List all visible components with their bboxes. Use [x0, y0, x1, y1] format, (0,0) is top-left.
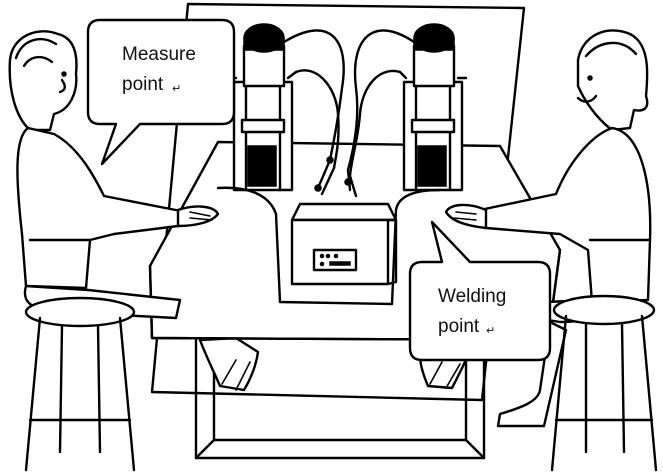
- welding-point-callout: Welding point ↵: [408, 220, 552, 362]
- measure-callout-line1: Measure: [122, 44, 196, 65]
- table-frame: [194, 328, 486, 460]
- table-cable-loop: [216, 186, 442, 306]
- welding-callout-line1: Welding: [438, 286, 506, 307]
- measure-callout-line2: point: [122, 74, 164, 95]
- cables: [282, 29, 416, 198]
- right-press-stand: [398, 23, 468, 192]
- measure-callout-return-mark: ↵: [172, 82, 181, 95]
- left-person-feet: [198, 336, 260, 392]
- left-stool: [24, 296, 136, 472]
- left-press-stand: [228, 23, 298, 192]
- right-stool: [550, 294, 658, 472]
- welding-callout-return-mark: ↵: [486, 324, 495, 337]
- control-box: [290, 202, 398, 286]
- measure-point-callout: Measure point ↵: [86, 18, 236, 166]
- welding-callout-line2: point: [438, 316, 480, 337]
